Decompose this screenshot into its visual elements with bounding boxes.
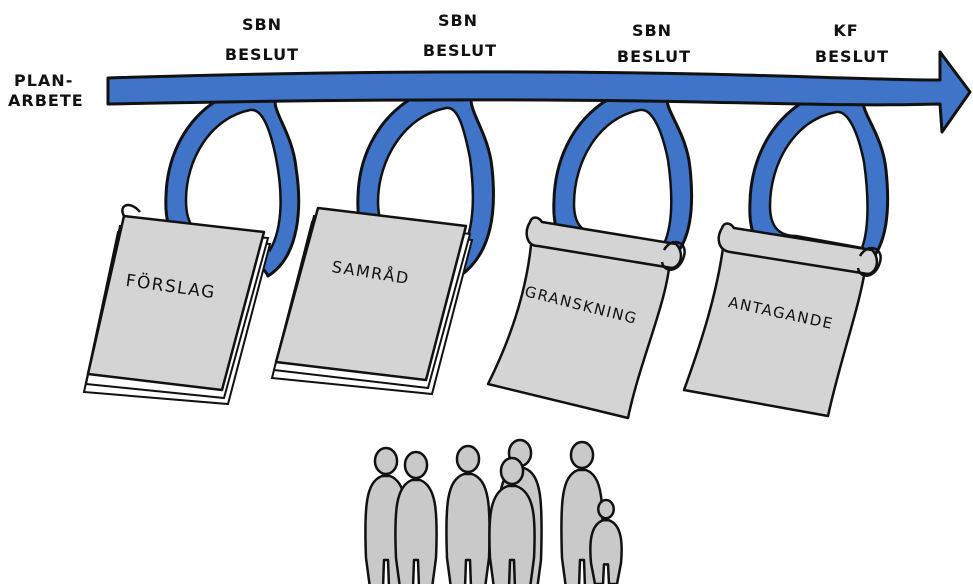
paper-sheet <box>274 206 468 382</box>
person-silhouette <box>394 450 438 584</box>
scroll-roll <box>717 222 879 276</box>
person-head <box>373 446 399 476</box>
person-body <box>394 478 438 584</box>
decision-label-1-line2: BESLUT <box>225 45 299 64</box>
decision-label-3: SBN BESLUT <box>617 21 691 66</box>
arrow-body <box>106 50 972 134</box>
start-label-line2: ARBETE <box>8 91 84 110</box>
document-samrad: SAMRÅD <box>270 206 474 396</box>
process-arrow <box>106 50 972 134</box>
documents: FÖRSLAG SAMRÅD GRANSKNING ANTAGANDE <box>82 203 882 420</box>
document-antagande: ANTAGANDE <box>682 222 882 418</box>
person-head <box>499 456 525 486</box>
scroll-roll-end <box>660 240 686 271</box>
scroll-sheet <box>682 238 868 418</box>
paper-curl <box>121 203 141 217</box>
person-head <box>403 450 429 480</box>
decision-label-1-line1: SBN <box>242 15 282 34</box>
decision-label-4-line1: KF <box>833 21 858 40</box>
person-body <box>445 472 491 584</box>
decision-label-2-line1: SBN <box>438 11 478 30</box>
person-body <box>589 518 623 584</box>
person-head <box>597 498 615 520</box>
person-silhouette <box>589 498 623 584</box>
process-loop-inner-4 <box>768 110 869 250</box>
person-silhouette <box>445 444 491 584</box>
person-head <box>455 444 481 474</box>
decision-label-2-line2: BESLUT <box>423 41 497 60</box>
document-granskning: GRANSKNING <box>486 216 686 420</box>
start-label: PLAN- ARBETE <box>8 71 84 110</box>
document-forslag: FÖRSLAG <box>82 203 272 406</box>
group-of-people-icon <box>364 438 623 584</box>
scroll-sheet <box>486 232 672 420</box>
decision-label-2: SBN BESLUT <box>423 11 497 60</box>
person-body <box>488 484 536 584</box>
scroll-roll <box>525 216 683 270</box>
person-head <box>569 440 595 470</box>
decision-label-3-line1: SBN <box>632 21 672 40</box>
decision-label-1: SBN BESLUT <box>225 15 299 64</box>
decision-label-3-line2: BESLUT <box>617 47 691 66</box>
paper-sheet <box>86 214 266 392</box>
person-silhouette <box>488 456 536 584</box>
scroll-roll-end <box>856 246 882 277</box>
start-label-line1: PLAN- <box>14 71 73 90</box>
decision-label-4: KF BESLUT <box>815 21 889 66</box>
decision-label-4-line2: BESLUT <box>815 47 889 66</box>
